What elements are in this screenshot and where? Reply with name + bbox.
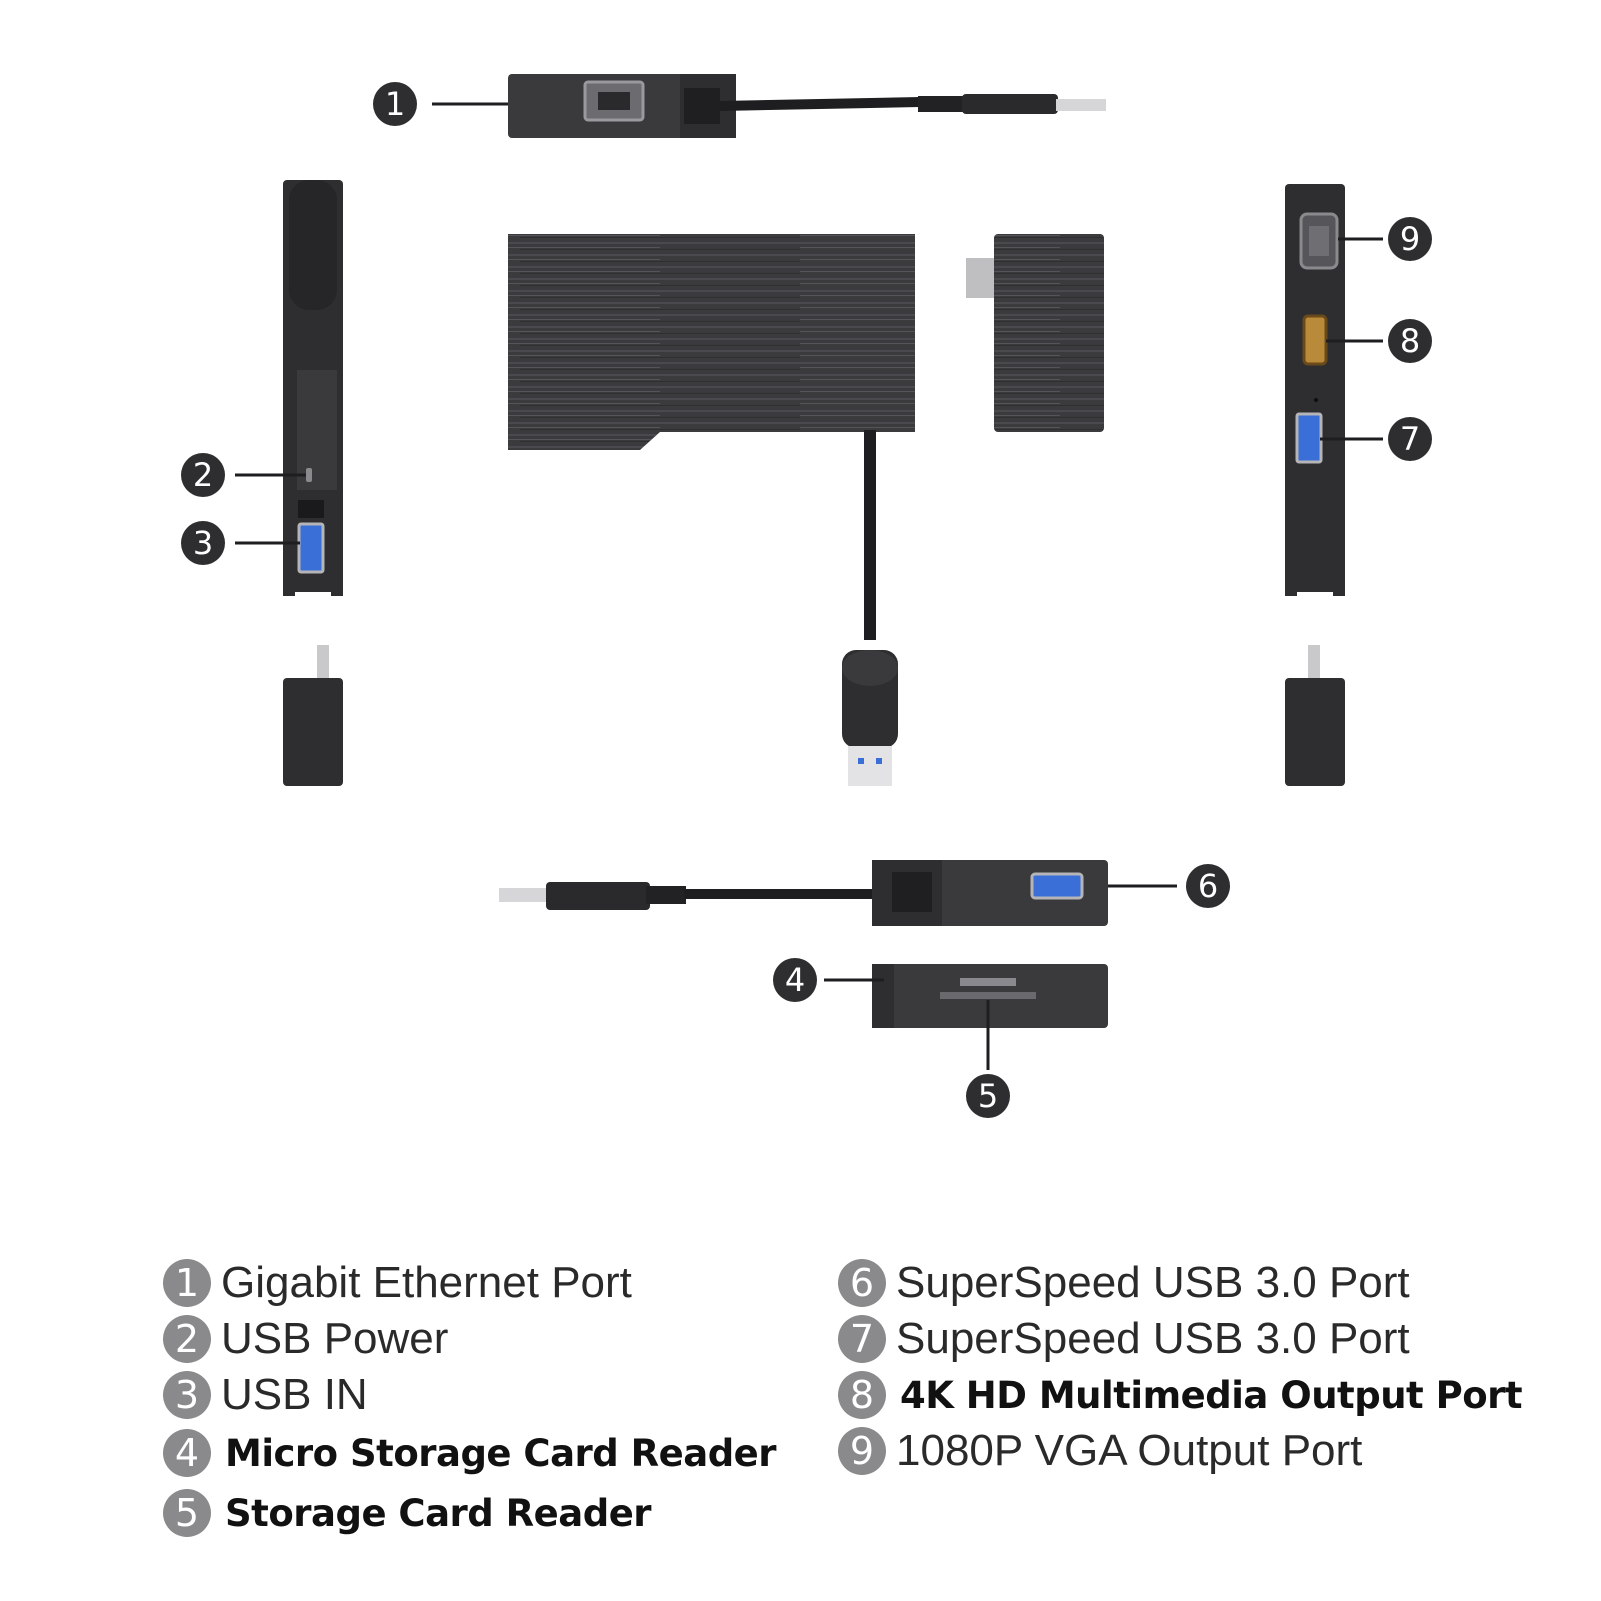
legend-item: 7 SuperSpeed USB 3.0 Port [838,1311,1522,1367]
legend-label: Micro Storage Card Reader [225,1431,777,1475]
legend-badge: 8 [838,1371,886,1419]
svg-text:3: 3 [193,524,213,562]
legend-item: 5 Storage Card Reader [163,1483,776,1543]
legend-label: Gigabit Ethernet Port [221,1258,632,1307]
legend-item: 2 USB Power [163,1311,776,1367]
legend-label: USB IN [221,1370,368,1419]
top-ethernet-module [508,74,1106,138]
usb-port-blue-icon [1030,872,1084,900]
legend-item: 8 4K HD Multimedia Output Port [838,1367,1523,1423]
usb-a-plug-icon [848,746,892,786]
svg-text:2: 2 [193,456,213,494]
callout-5: 5 [966,1074,1010,1118]
legend-item: 1 Gigabit Ethernet Port [163,1255,776,1311]
main-hub-body [508,234,915,786]
legend-item: 6 SuperSpeed USB 3.0 Port [838,1255,1522,1311]
svg-text:8: 8 [1400,322,1420,360]
legend-label: SuperSpeed USB 3.0 Port [896,1258,1410,1307]
legend-item: 4 Micro Storage Card Reader [163,1423,777,1483]
callout-7: 7 [1388,417,1432,461]
legend-label: 1080P VGA Output Port [896,1426,1363,1475]
bottom-card-reader-module [872,964,1108,1028]
legend-badge: 1 [163,1259,211,1307]
legend-item: 3 USB IN [163,1367,776,1423]
legend-right: 6 SuperSpeed USB 3.0 Port 7 SuperSpeed U… [838,1255,1523,1479]
usb-plug-icon [1056,99,1106,111]
callout-8: 8 [1388,319,1432,363]
callout-9: 9 [1388,217,1432,261]
micro-usb-port-icon [306,468,312,482]
legend-badge: 7 [838,1315,886,1363]
svg-text:5: 5 [978,1077,998,1115]
legend-label: SuperSpeed USB 3.0 Port [896,1314,1410,1363]
svg-text:4: 4 [785,961,805,999]
callout-3: 3 [181,521,225,565]
sd-slot-icon [940,992,1036,999]
legend-item: 9 1080P VGA Output Port [838,1423,1522,1479]
legend-label: 4K HD Multimedia Output Port [900,1373,1523,1417]
callout-4: 4 [773,958,817,1002]
legend-left: 1 Gigabit Ethernet Port 2 USB Power 3 US… [163,1255,777,1543]
right-side-module [1285,184,1345,786]
callout-6: 6 [1186,864,1230,908]
usb-port-blue-icon [297,522,325,574]
detachable-module [966,234,1104,432]
bottom-usb-module [499,860,1108,926]
callout-2: 2 [181,453,225,497]
legend-label: Storage Card Reader [225,1491,652,1535]
legend-badge: 3 [163,1371,211,1419]
svg-text:9: 9 [1400,220,1420,258]
legend-badge: 5 [163,1489,211,1537]
usb-plug-icon [499,888,551,902]
leader-lines [235,102,1383,1070]
svg-text:7: 7 [1400,420,1420,458]
callout-1: 1 [373,82,417,126]
svg-text:6: 6 [1198,867,1218,905]
micro-sd-slot-icon [960,978,1016,986]
svg-text:1: 1 [385,85,405,123]
legend-badge: 2 [163,1315,211,1363]
legend-label: USB Power [221,1314,449,1363]
hdmi-port-icon [1302,314,1328,366]
left-side-module [283,180,343,786]
legend-badge: 4 [163,1429,211,1477]
legend-badge: 6 [838,1259,886,1307]
legend-badge: 9 [838,1427,886,1475]
usb-port-blue-icon [1295,412,1323,464]
